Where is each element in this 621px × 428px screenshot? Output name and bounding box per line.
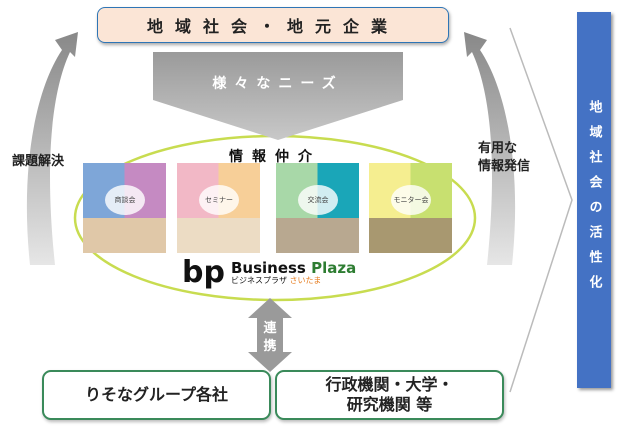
- info-dissemination-label: 有用な 情報発信: [478, 140, 530, 176]
- link-label: 連携: [258, 320, 282, 356]
- community-revitalization-label: 地域社会の活性化: [586, 100, 602, 300]
- gov-line-2: 研究機関 等: [346, 395, 433, 414]
- needs-label: 様々なニーズ: [212, 76, 344, 92]
- panel-label: モニター会: [391, 185, 431, 215]
- bp-logo-mark: bp: [182, 255, 225, 290]
- community-revitalization-bar: 地域社会の活性化: [577, 12, 611, 388]
- info-line-2: 情報発信: [478, 159, 531, 174]
- logo-name-accent: Plaza: [311, 259, 357, 277]
- panel-label: 商談会: [105, 185, 145, 215]
- needs-arrow-shape: [153, 52, 403, 140]
- resona-group-label: りそなグループ各社: [84, 385, 229, 404]
- panel-business-meeting: 商談会: [83, 163, 166, 253]
- logo-kana: ビジネスプラザ さいたま: [231, 276, 356, 285]
- info-mediation-title: 情報仲介: [229, 149, 321, 165]
- panel-monitor: モニター会: [369, 163, 452, 253]
- link-text: 連携: [263, 321, 277, 354]
- resona-group-box: りそなグループ各社: [42, 370, 271, 420]
- panel-label: 交流会: [298, 185, 338, 215]
- logo-name-main: Business: [230, 259, 312, 277]
- panel-seminar: セミナー: [177, 163, 260, 253]
- problem-solving-label: 課題解決: [12, 154, 65, 169]
- business-plaza-logo: bp Business Plaza ビジネスプラザ さいたま: [182, 255, 356, 290]
- logo-kana-main: ビジネスプラザ: [230, 276, 290, 285]
- logo-name: Business Plaza: [231, 261, 356, 276]
- government-university-box: 行政機関・大学・研究機関 等: [275, 370, 504, 420]
- local-community-box: 地域社会・地元企業: [97, 7, 449, 43]
- right-curved-arrow: [464, 32, 516, 265]
- logo-kana-accent: さいたま: [289, 276, 322, 285]
- panel-label: セミナー: [199, 185, 239, 215]
- info-line-1: 有用な: [478, 141, 518, 156]
- left-curved-arrow: [26, 32, 79, 265]
- panel-networking: 交流会: [276, 163, 359, 253]
- bracket-line: [509, 27, 573, 393]
- gov-line-1: 行政機関・大学・: [325, 375, 454, 394]
- local-community-label: 地域社会・地元企業: [146, 17, 399, 36]
- link-double-arrow: [248, 298, 292, 372]
